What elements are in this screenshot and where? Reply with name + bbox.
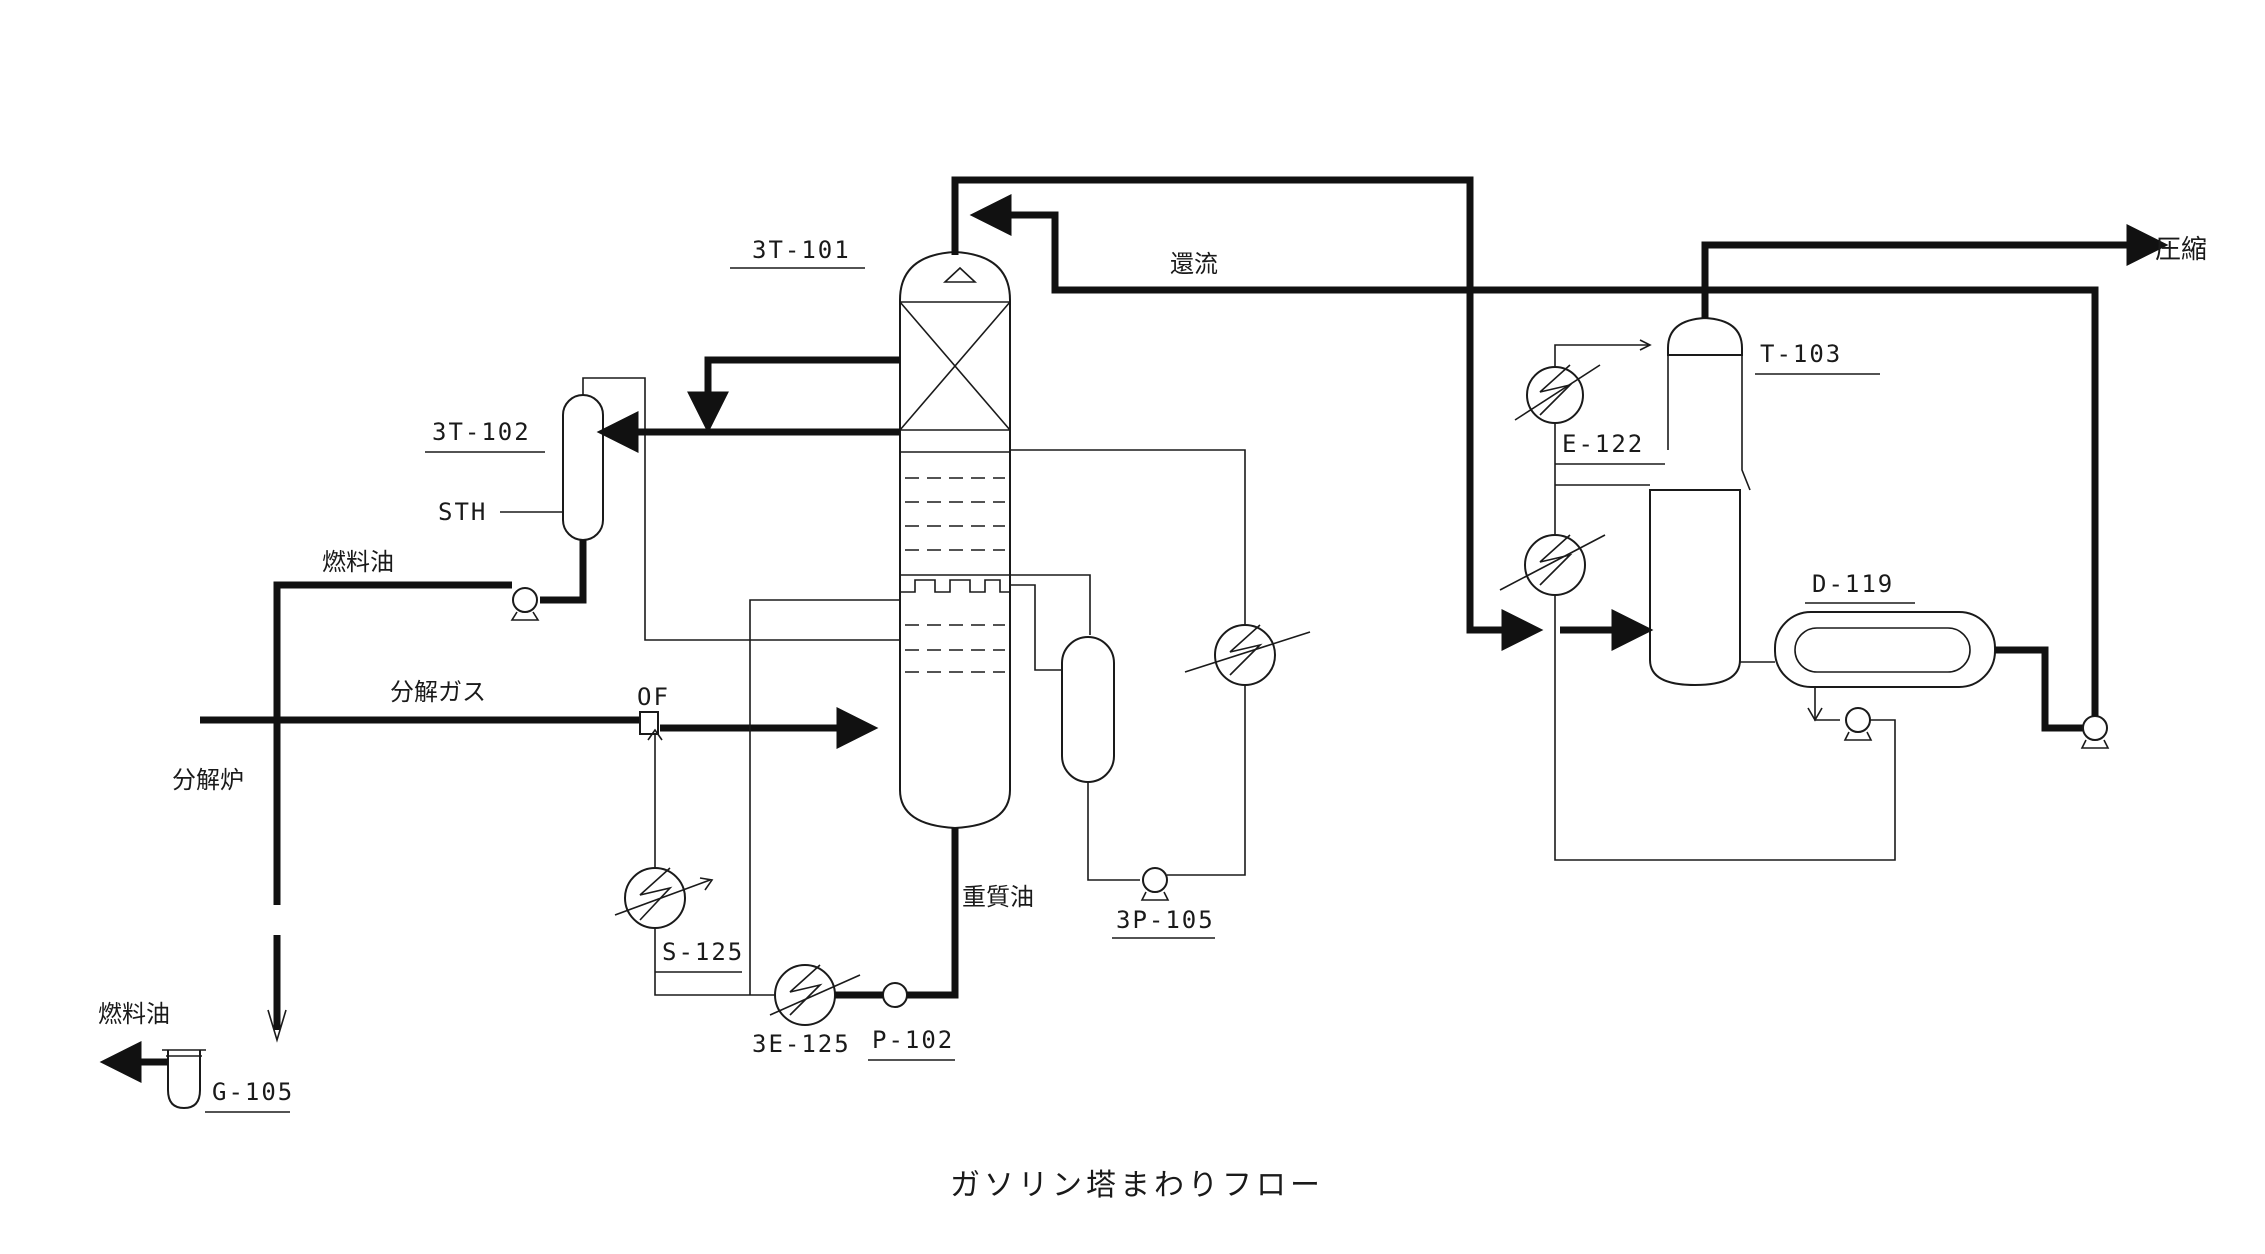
label-3t102: 3T-102 <box>432 418 531 446</box>
label-3t101: 3T-101 <box>752 236 851 264</box>
label-e122: E-122 <box>1562 430 1644 458</box>
label-compression: 圧縮 <box>2155 235 2207 265</box>
label-s125: S-125 <box>662 938 744 966</box>
column-3t101 <box>899 250 1011 830</box>
label-fuel-oil-top: 燃料油 <box>322 548 394 576</box>
exchanger-heavy-oil <box>1184 624 1311 686</box>
label-orifice: OF <box>637 683 670 711</box>
pump-3p105 <box>1140 867 1170 901</box>
label-3e125: 3E-125 <box>752 1030 851 1058</box>
exchanger-e122 <box>1514 364 1601 424</box>
exchanger-right-lower <box>1499 534 1606 596</box>
label-sth: STH <box>438 498 487 526</box>
exchanger-3e125 <box>769 964 861 1026</box>
label-fuel-oil-bottom: 燃料油 <box>98 1000 170 1028</box>
label-t103: T-103 <box>1760 340 1842 368</box>
label-p102: P-102 <box>872 1026 954 1054</box>
column-3t102 <box>562 377 900 641</box>
pump-reflux <box>2080 715 2110 749</box>
label-cracking-furnace: 分解炉 <box>172 766 244 794</box>
pump-d119 <box>1843 707 1873 741</box>
label-3p105: 3P-105 <box>1116 906 1215 934</box>
separator-g105 <box>162 1049 206 1110</box>
drum-d119 <box>1774 611 1996 688</box>
label-cracked-gas: 分解ガス <box>390 678 486 706</box>
pump-fuel-oil <box>510 587 540 621</box>
tower-t103 <box>1649 316 1751 687</box>
label-g105: G-105 <box>212 1078 294 1106</box>
label-reflux: 還流 <box>1170 250 1218 278</box>
label-d119: D-119 <box>1812 570 1894 598</box>
label-heavy-oil: 重質油 <box>962 883 1034 911</box>
exchanger-s125 <box>614 867 714 929</box>
diagram-title: ガソリン塔まわりフロー <box>950 1168 1324 1203</box>
separator-heavy-oil <box>1061 636 1115 783</box>
pump-p102 <box>882 982 908 1008</box>
